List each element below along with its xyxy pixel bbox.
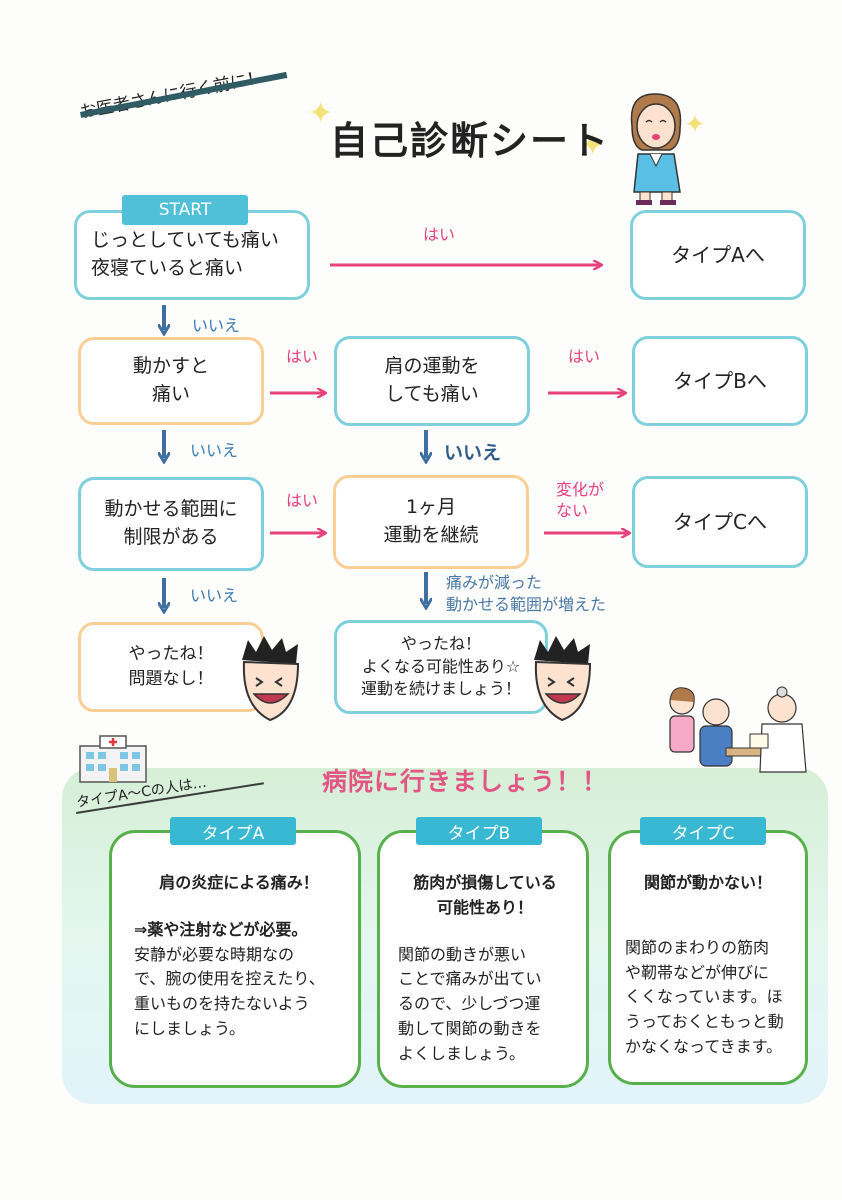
no-label: いいえ [192, 316, 241, 335]
yes-label: はい [286, 347, 319, 366]
result-no-problem-box: やったね！ 問題なし！ [78, 622, 264, 712]
type-c-tab: タイプC [640, 817, 766, 845]
type-a-tab: タイプA [170, 817, 296, 845]
smiling-man-illustration [242, 636, 300, 722]
smiling-man-illustration [534, 636, 592, 722]
improved-note: 痛みが減った 動かせる範囲が増えた [446, 573, 607, 615]
question-3-box: 肩の運動を しても痛い [334, 336, 530, 426]
yes-label: はい [423, 225, 456, 244]
no-label: いいえ [190, 441, 239, 460]
sparkle-icon: ✦ [684, 110, 706, 140]
type-b-result-box: タイプBへ [632, 336, 808, 426]
type-a-result-box: タイプAへ [630, 210, 806, 300]
type-c-result-box: タイプCへ [632, 476, 808, 568]
sparkle-icon: ✦ [308, 96, 334, 131]
hospital-title: 病院に行きましょう！！ [322, 767, 609, 796]
doctor-patient-illustration [669, 686, 807, 773]
yes-label: はい [286, 491, 319, 510]
question-2-box: 動かすと 痛い [78, 337, 264, 425]
type-b-headline: 筋肉が損傷している 可能性あり！ [413, 873, 557, 917]
type-c-body: 関節のまわりの筋肉 や靭帯などが伸びに くくなっています。ほ うっておくともっと… [625, 937, 784, 1056]
no-label: いいえ [190, 586, 239, 605]
flow-arrows [0, 0, 842, 760]
sparkle-icon: ✦ [580, 128, 606, 163]
type-c-card: 関節が動かない！ 関節のまわりの筋肉 や靭帯などが伸びに くくなっています。ほ … [608, 830, 808, 1085]
type-c-headline: 関節が動かない！ [643, 873, 772, 892]
type-b-card: 筋肉が損傷している 可能性あり！ 関節の動きが悪い ことで痛みが出てい るので、… [377, 830, 589, 1088]
type-b-tab: タイプB [416, 817, 542, 845]
start-label: START [122, 195, 248, 225]
question-5-box: 1ヶ月 運動を継続 [333, 475, 529, 569]
page-title: 自己診断シート [330, 119, 611, 163]
question-1-box: じっとしていても痛い 夜寝ていると痛い [74, 210, 310, 300]
woman-illustration [630, 93, 682, 205]
type-a-headline: 肩の炎症による痛み！ [159, 873, 319, 892]
question-4-box: 動かせる範囲に 制限がある [78, 477, 264, 571]
hospital-icon [79, 735, 147, 783]
type-b-body: 関節の動きが悪い ことで痛みが出てい るので、少しづつ運 動して関節の動きを よ… [398, 944, 542, 1063]
no-label: いいえ [444, 442, 502, 464]
no-change-label: 変化が ない [556, 480, 605, 520]
type-a-body: 安静が必要な時期なの で、腕の使用を控えたり、 重いものを持たないよう にしまし… [134, 944, 325, 1038]
result-keep-exercising-box: やったね！ よくなる可能性あり☆ 運動を続けましょう！ [334, 620, 548, 714]
yes-label: はい [568, 347, 601, 366]
type-a-card: 肩の炎症による痛み！ ⇒薬や注射などが必要。安静が必要な時期なの で、腕の使用を… [109, 830, 361, 1088]
type-a-text: ⇒薬や注射などが必要。安静が必要な時期なの で、腕の使用を控えたり、 重いものを… [134, 918, 344, 1042]
type-a-lead: ⇒薬や注射などが必要。 [134, 919, 308, 939]
